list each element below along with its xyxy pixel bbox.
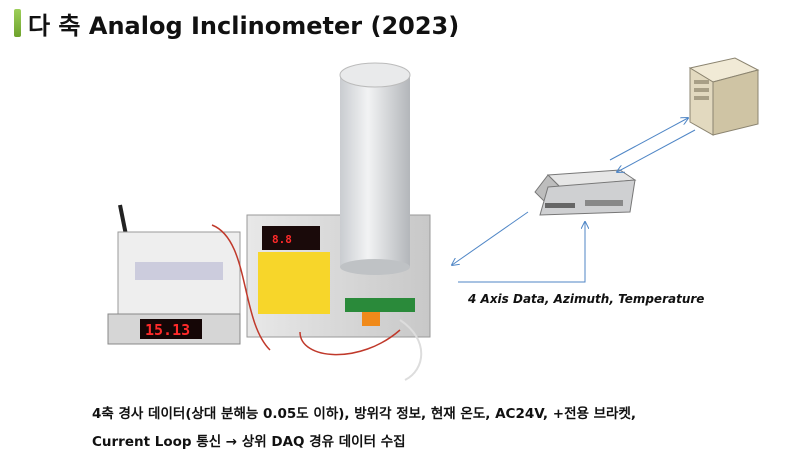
inclinometer-device: 8.8 — [246, 62, 431, 381]
server-tower-icon — [688, 57, 760, 136]
controller-display: 15.13 — [145, 321, 190, 339]
description-line-2: Current Loop 통신 → 상위 DAQ 경유 데이터 수집 — [92, 434, 406, 450]
data-server-icon — [534, 169, 637, 216]
controller-unit: 15.13 — [107, 204, 271, 351]
page-title: 다 축 Analog Inclinometer (2023) — [28, 12, 460, 40]
svg-text:8.8: 8.8 — [272, 233, 292, 246]
data-caption: 4 Axis Data, Azimuth, Temperature — [468, 292, 705, 306]
data-line — [458, 222, 585, 283]
data-arrow — [452, 211, 529, 265]
double-arrow-icon — [609, 118, 696, 172]
description-line-1: 4축 경사 데이터(상대 분해능 0.05도 이하), 방위각 정보, 현재 온… — [92, 406, 637, 422]
title-accent-bar — [14, 9, 21, 37]
